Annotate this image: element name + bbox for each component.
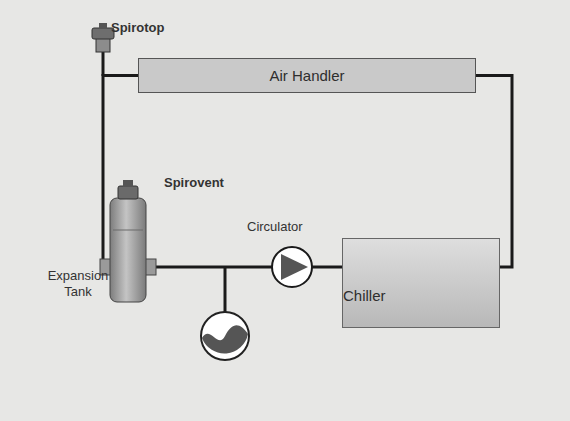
expansion-tank [201, 267, 249, 360]
component-label: Spirotop [111, 20, 164, 36]
node-label: Air Handler [269, 67, 344, 84]
node-label: Chiller [343, 287, 386, 304]
circulator-pump [272, 247, 312, 287]
component-label: Spirovent [164, 175, 224, 191]
component-label: Circulator [247, 219, 303, 235]
component-label: Expansion Tank [38, 268, 118, 300]
spirovent-separator [100, 180, 156, 302]
riser-pipe [102, 50, 105, 76]
spirotop-valve [92, 23, 114, 52]
air-handler-box: Air Handler [138, 58, 476, 93]
chiller-box: Chiller [342, 238, 500, 328]
